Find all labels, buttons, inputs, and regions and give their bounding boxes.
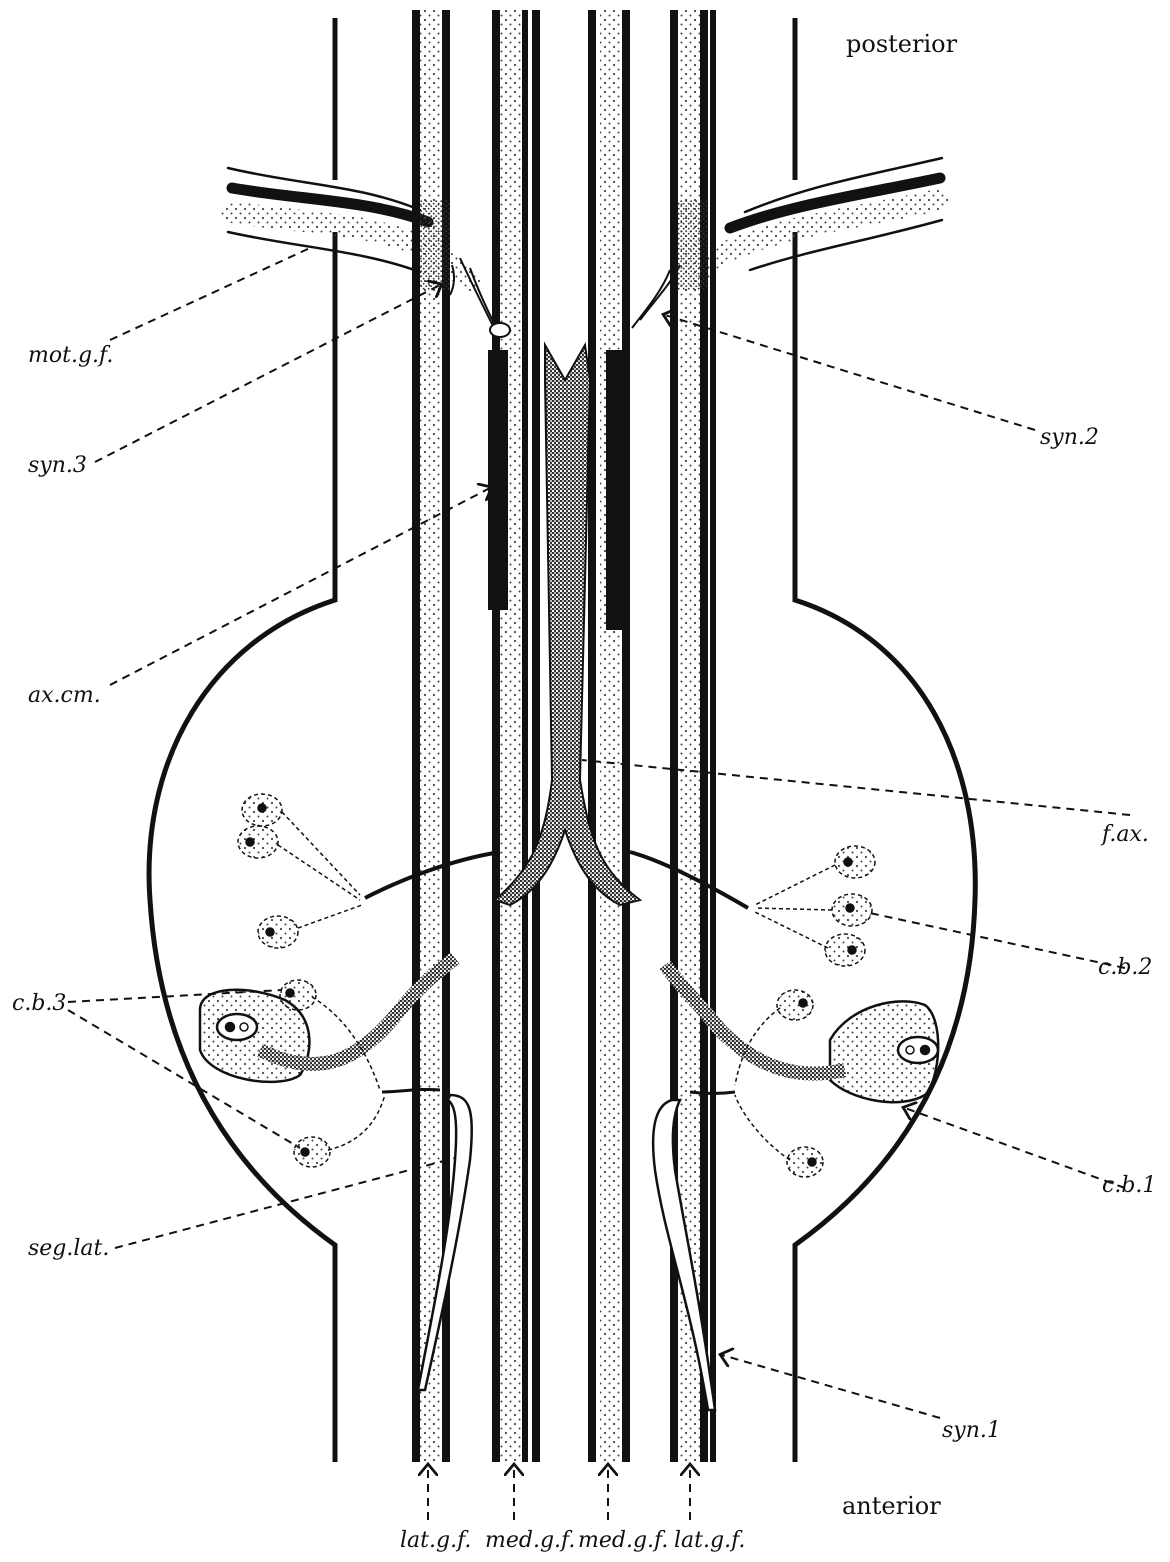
cell-bodies-lower	[280, 980, 823, 1177]
cell-bodies-right-upper	[630, 846, 875, 966]
leader-mot-gf	[110, 248, 310, 340]
synapse-zone-right	[678, 200, 708, 290]
right-medial-giant-fiber	[588, 10, 630, 1462]
left-medial-giant-fiber	[488, 10, 540, 1462]
leader-cb2	[865, 912, 1125, 968]
label-cb2: c.b.2	[1098, 957, 1152, 979]
right-nerve	[690, 158, 942, 285]
cell-bodies-left-upper	[238, 794, 500, 948]
label-f-ax: f.ax.	[1102, 824, 1149, 846]
orientation-top-label: posterior	[846, 32, 957, 56]
label-cb1: c.b.1	[1102, 1175, 1156, 1197]
leader-syn3	[95, 285, 440, 462]
leader-f-ax	[582, 760, 1130, 815]
leader-seg-lat	[115, 1158, 455, 1248]
label-seg-lat: seg.lat.	[28, 1238, 109, 1260]
label-syn3: syn.3	[28, 455, 87, 477]
label-syn1: syn.1	[942, 1420, 1001, 1442]
label-ax-cm: ax.cm.	[28, 685, 101, 707]
fiber-label-lat-gf-right: lat.g.f.	[674, 1530, 745, 1552]
leader-syn2	[665, 315, 1035, 430]
label-cb3: c.b.3	[12, 993, 66, 1015]
synapse-zone-left	[420, 200, 450, 290]
label-mot-gf: mot.g.f.	[28, 345, 113, 367]
label-syn2: syn.2	[1040, 427, 1099, 449]
fiber-label-lat-gf-left: lat.g.f.	[400, 1530, 471, 1552]
fiber-label-med-gf-left: med.g.f.	[485, 1530, 575, 1552]
orientation-bottom-label: anterior	[842, 1494, 941, 1518]
leader-cb1	[905, 1108, 1125, 1188]
leader-syn1	[722, 1355, 940, 1418]
fiber-label-med-gf-right: med.g.f.	[578, 1530, 668, 1552]
